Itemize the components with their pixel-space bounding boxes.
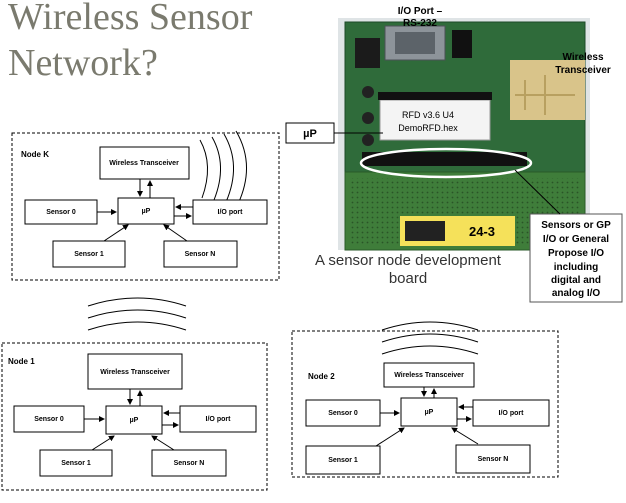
node-2-up-box xyxy=(400,397,458,427)
node-k-up-box xyxy=(117,197,175,225)
sensors-callout-text: Sensors or GP I/O or General Propose I/O… xyxy=(541,220,611,299)
node-1-io-label: I/O port xyxy=(206,416,232,423)
node-1-sensorN-box xyxy=(151,449,227,477)
board-caption-1: A sensor node development xyxy=(315,252,502,269)
node-2-transceiver-box xyxy=(383,362,475,388)
board-tag: 24-3 xyxy=(469,224,495,239)
node-2-diagram: Node 2 Wireless Transceiver Sensor 0 µP … xyxy=(291,321,559,478)
node-2-label: Node 2 xyxy=(308,372,335,381)
node-1-sensor1-box xyxy=(39,449,113,477)
node-k-border xyxy=(11,132,280,281)
node-2-sensorN-label: Sensor N xyxy=(478,456,509,463)
node-k-sensorN-box xyxy=(163,240,238,268)
node-k-label: Node K xyxy=(21,150,49,159)
slide-title: Wireless Sensor Network? xyxy=(8,0,252,86)
node-1-up-box xyxy=(105,405,163,435)
sensors-callout-box xyxy=(529,213,623,303)
node-1-sensorN-label: Sensor N xyxy=(174,460,205,467)
node-2-sensor0-label: Sensor 0 xyxy=(328,410,358,417)
sensors-line-0: Sensors or GP xyxy=(541,220,611,231)
up-callout-label: µP xyxy=(303,128,317,140)
node-1-label: Node 1 xyxy=(8,357,35,366)
node-k-diagram: Node K Wireless Transceiver Sensor 0 µP … xyxy=(11,130,280,281)
node-k-sensor1-box xyxy=(52,240,126,268)
node-1-sensor0-label: Sensor 0 xyxy=(34,416,64,423)
node-k-up-label: µP xyxy=(142,208,151,215)
sensors-line-1: I/O or General xyxy=(543,234,609,245)
io-port-label-1: I/O Port – xyxy=(398,6,443,17)
node-k-transceiver-label: Wireless Transceiver xyxy=(109,160,179,167)
sensors-line-3: including xyxy=(554,262,598,273)
development-board-photo: RFD v3.6 U4 DemoRFD.hex 24-3 xyxy=(338,18,590,251)
node-2-io-box xyxy=(472,399,550,427)
sensors-line-4: digital and xyxy=(551,275,601,286)
node-k-transceiver-box xyxy=(99,146,190,180)
node-k-io-label: I/O port xyxy=(218,209,244,216)
node-k-io-box xyxy=(192,199,268,225)
io-port-label-2: RS-232 xyxy=(403,18,437,29)
board-caption-2: board xyxy=(389,270,427,287)
node-1-io-box xyxy=(179,405,257,433)
node-2-up-label: µP xyxy=(425,409,434,416)
node-2-sensor1-box xyxy=(305,445,381,475)
node-1-diagram: Node 1 Wireless Transceiver Sensor 0 µP … xyxy=(1,297,268,491)
node-1-border xyxy=(1,342,268,491)
node-1-up-label: µP xyxy=(130,417,139,424)
sensors-callout-line xyxy=(514,169,561,215)
sensors-line-5: analog I/O xyxy=(552,288,601,299)
node-k-sensorN-label: Sensor N xyxy=(185,251,216,258)
wireless-label-2: Transceiver xyxy=(555,65,611,76)
node-k-sensor0-label: Sensor 0 xyxy=(46,209,76,216)
node-2-io-label: I/O port xyxy=(499,410,525,417)
node-2-border xyxy=(291,330,559,478)
node-1-transceiver-box xyxy=(87,353,183,390)
title-line-1: Wireless Sensor xyxy=(8,0,253,38)
node-2-sensor1-label: Sensor 1 xyxy=(328,457,358,464)
node-1-sensor1-label: Sensor 1 xyxy=(61,460,91,467)
node-2-sensorN-box xyxy=(455,444,531,474)
chip-label-2: DemoRFD.hex xyxy=(398,123,458,133)
wireless-label-1: Wireless xyxy=(562,52,603,63)
node-1-transceiver-label: Wireless Transceiver xyxy=(100,369,170,376)
sensors-line-2: Propose I/O xyxy=(548,248,604,259)
node-k-sensor1-label: Sensor 1 xyxy=(74,251,104,258)
chip-label-1: RFD v3.6 U4 xyxy=(402,110,454,120)
title-line-2: Network? xyxy=(8,42,158,84)
node-2-transceiver-label: Wireless Transceiver xyxy=(394,372,464,379)
